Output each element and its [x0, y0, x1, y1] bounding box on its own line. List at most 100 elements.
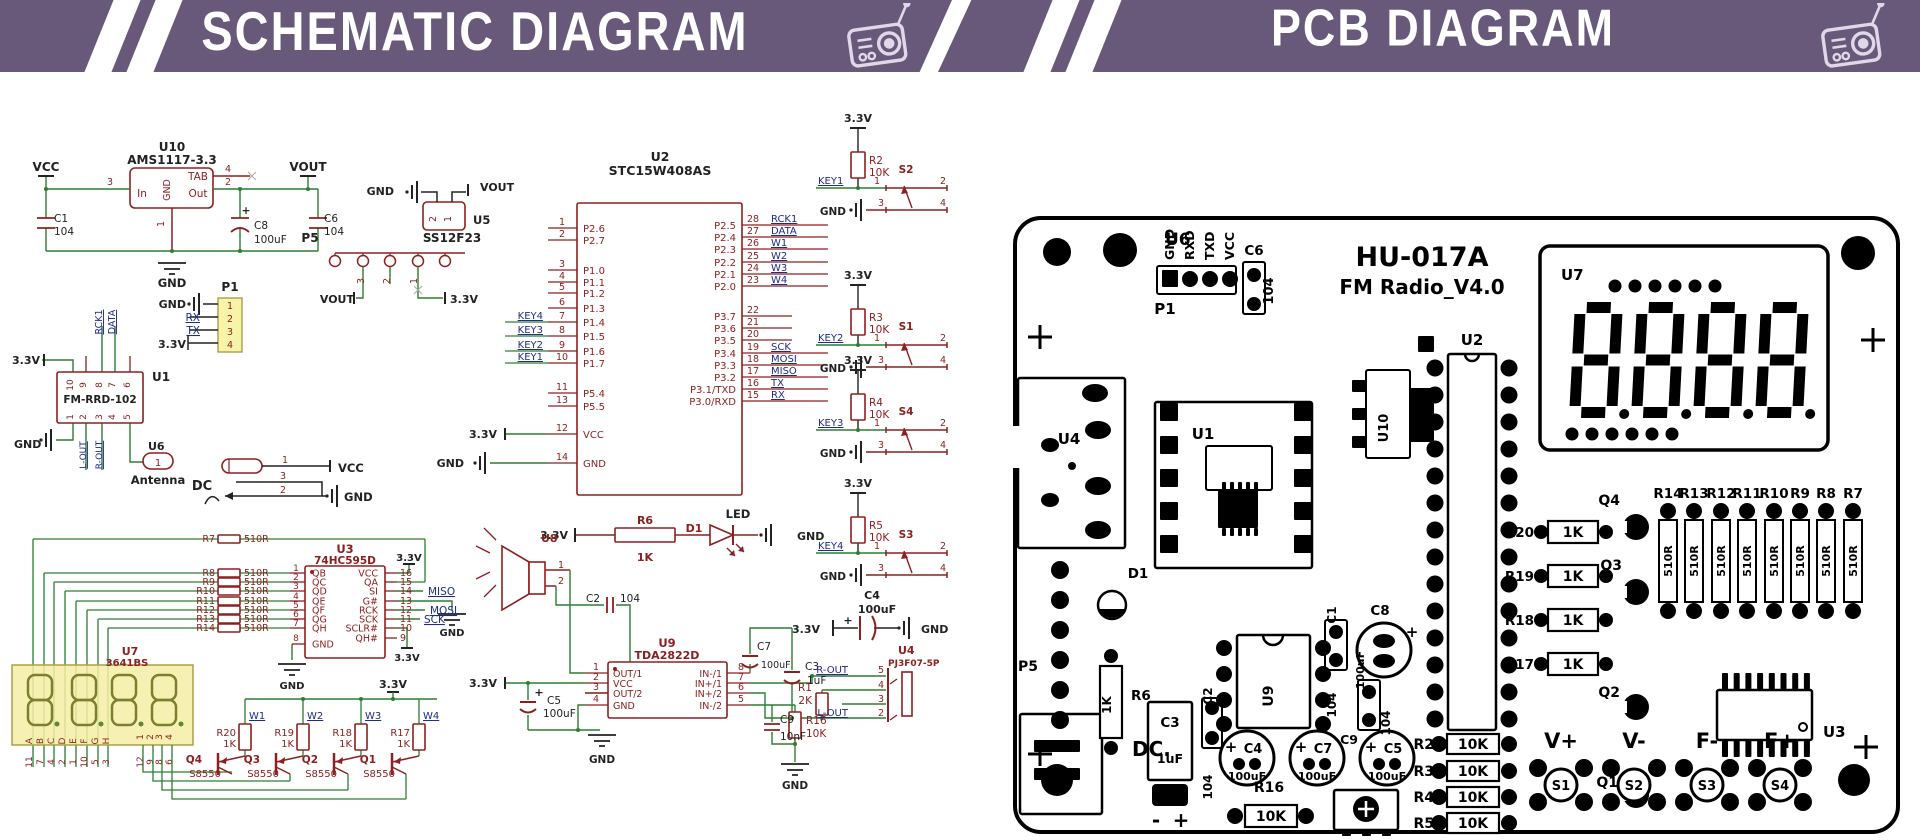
u6-name: Antenna — [131, 473, 186, 487]
r3-silk: R3 — [1413, 764, 1434, 780]
u2-rnum-20: 20 — [747, 329, 759, 340]
trans-part: S8550 — [247, 769, 279, 780]
u2-rnum-17: 17 — [747, 366, 759, 377]
p1-n3: 3 — [227, 327, 233, 338]
dc-minus: - — [1152, 808, 1160, 832]
key-pin2: 2 — [940, 418, 946, 429]
key-gnd: GND — [820, 448, 846, 460]
net-W4: W4 — [423, 711, 439, 722]
key-pin4: 4 — [940, 198, 946, 209]
r7-val: 510R — [244, 534, 269, 545]
res-10k-value: 10K — [1458, 790, 1489, 806]
net-W1: W1 — [771, 238, 787, 249]
q1-silk: Q1 — [1596, 775, 1618, 791]
button-fn-F-: F- — [1696, 729, 1718, 753]
c5-plus: + — [534, 686, 543, 699]
net-MOSI: MOSI — [771, 354, 797, 365]
s4-silk: S4 — [1771, 779, 1789, 794]
pcb-header-band: PCB DIAGRAM — [938, 0, 1920, 72]
key-pin2: 2 — [940, 176, 946, 187]
net-lout: L-OUT — [79, 441, 89, 469]
net-KEY1: KEY1 — [818, 176, 843, 187]
radio-icon — [847, 3, 911, 68]
net-W4: W4 — [771, 275, 787, 286]
net-W2: W2 — [771, 251, 787, 262]
net-W1: W1 — [249, 711, 265, 722]
u2-lnum-5: 5 — [559, 282, 565, 293]
u3-pin-num: 7 — [293, 619, 299, 629]
key-pin3: 3 — [878, 355, 884, 366]
u2-silk: U2 — [1461, 331, 1484, 349]
c8-ref: C8 — [254, 220, 268, 232]
r6-val-silk: 1K — [1100, 695, 1114, 713]
q2-silk: Q2 — [1598, 685, 1620, 701]
u3-pin-num: 1 — [293, 564, 299, 574]
key-pin1: 1 — [874, 176, 880, 187]
u2-ref: U2 — [651, 149, 670, 164]
net-KEY2: KEY2 — [818, 333, 843, 344]
r9-silk: R9 — [1790, 486, 1810, 502]
c4-silk: C4 — [1244, 742, 1263, 757]
u7-segpin: 5 — [91, 759, 101, 765]
u2-lnum-1: 1 — [559, 217, 565, 228]
u3-name-SI: SI — [369, 587, 378, 598]
u2-rname-P2.5: P2.5 — [714, 221, 736, 232]
r12-ref: R12 — [196, 605, 215, 616]
u9-rname-IN-/1: IN-/1 — [699, 669, 722, 680]
res-510r-value: 510R — [1820, 545, 1833, 577]
res-510r-value: 510R — [1768, 545, 1781, 577]
res-510r-value: 510R — [1715, 545, 1728, 577]
u4-part: PJ3F07-5P — [888, 659, 940, 669]
p5-ref: P5 — [301, 231, 318, 245]
cap-plus: + — [1295, 738, 1308, 756]
u3-name-QH#: QH# — [355, 634, 378, 645]
vcc-label: VCC — [33, 160, 60, 174]
u10-pin-in: In — [137, 188, 147, 200]
s4-ref: S4 — [899, 406, 914, 418]
net-W3: W3 — [365, 711, 381, 722]
u3-name-QH: QH — [312, 624, 327, 635]
u2-lname-P1.6: P1.6 — [583, 347, 605, 358]
p5-silk: P5 — [1018, 659, 1038, 675]
u7-segpin: 7 — [36, 759, 46, 765]
trans-part: S8550 — [363, 769, 395, 780]
p1-n4: 4 — [227, 340, 233, 351]
r10-ref: R10 — [196, 586, 215, 597]
r7-silk: R7 — [1843, 486, 1863, 502]
u10-pin-out: Out — [188, 188, 207, 200]
key-33v: 3.3V — [844, 354, 872, 367]
u3-name-VCC: VCC — [358, 569, 378, 580]
u9-lname-GND: GND — [613, 701, 635, 712]
c1-ref: C1 — [54, 213, 68, 225]
key-pin2: 2 — [940, 333, 946, 344]
u2-rname-P3.5: P3.5 — [714, 336, 736, 347]
u2-rnum-23: 23 — [747, 275, 759, 286]
u7-digit-2: 2 — [146, 734, 156, 740]
c1-silk: C1 — [1325, 606, 1339, 623]
res-510r-value: 510R — [1688, 545, 1701, 577]
c3-ref: C3 — [805, 661, 819, 673]
c6-silk: C6 — [1244, 243, 1263, 259]
r14-silk: R14 — [1653, 486, 1682, 502]
key-pin4: 4 — [940, 355, 946, 366]
r6-val: 1K — [637, 551, 654, 564]
key-pin1: 1 — [874, 418, 880, 429]
u2-rname-P2.2: P2.2 — [714, 258, 736, 269]
u9-part: TDA2822D — [635, 649, 700, 662]
board-subtitle: FM Radio_V4.0 — [1339, 275, 1504, 299]
key-pin3: 3 — [878, 440, 884, 451]
u7-seg-A: A — [25, 737, 35, 744]
u7-seg-G: G — [91, 737, 101, 744]
q2-ref: Q2 — [302, 754, 318, 766]
u4-pin4: 4 — [878, 680, 884, 691]
display-digit — [1693, 302, 1754, 419]
r8-val: 510R — [244, 568, 269, 579]
r11-silk: R11 — [1732, 486, 1761, 502]
dc-pin3: 3 — [280, 471, 286, 482]
led-name: LED — [726, 507, 751, 521]
r18-ref: R18 — [332, 728, 352, 739]
u3-silk: U3 — [1823, 723, 1846, 741]
u2-lname-P1.0: P1.0 — [583, 266, 605, 277]
u7-digitpin: 9 — [146, 759, 156, 765]
u5-gnd: GND — [367, 185, 394, 198]
